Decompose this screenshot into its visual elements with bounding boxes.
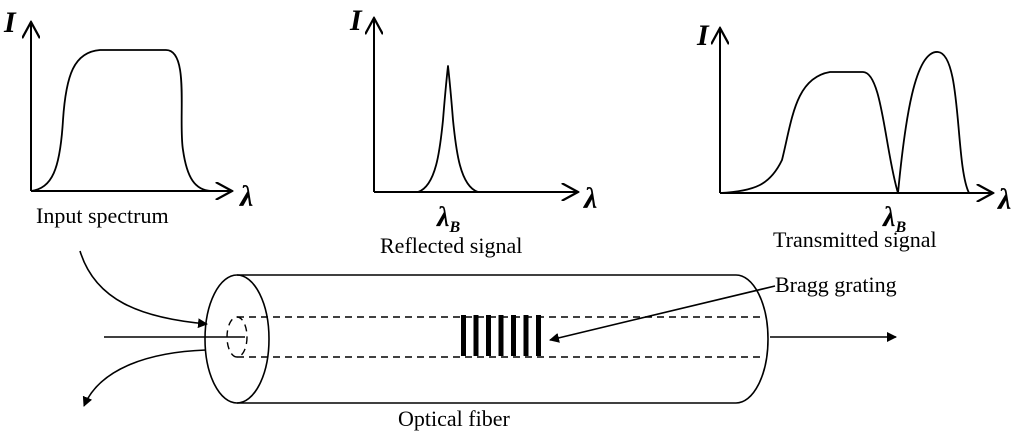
- transmitted-dip-curve: [719, 51, 970, 194]
- reflected-y-label: I: [349, 4, 363, 37]
- grating-line: [523, 315, 529, 356]
- grating-line: [486, 315, 491, 356]
- grating-line: [536, 315, 541, 356]
- input-x-label: λ: [238, 180, 253, 213]
- reflected-peak-curve: [417, 65, 479, 193]
- bragg-grating: [461, 315, 541, 356]
- transmitted-signal-caption: Transmitted signal: [773, 227, 937, 252]
- input-spectrum-curve: [30, 49, 212, 192]
- grating-line: [473, 315, 479, 356]
- transmitted-signal-graph: I λ λB Transmitted signal: [696, 19, 1011, 252]
- transmitted-y-label: I: [696, 19, 710, 52]
- grating-line: [461, 315, 466, 356]
- reflected-signal-graph: I λ λB Reflected signal: [349, 4, 597, 258]
- input-spectrum-caption: Input spectrum: [36, 203, 169, 228]
- reflected-signal-caption: Reflected signal: [380, 233, 522, 258]
- transmitted-x-label: λ: [996, 183, 1011, 216]
- input-spectrum-graph: I λ Input spectrum: [3, 6, 253, 228]
- optical-fiber-caption: Optical fiber: [398, 406, 510, 431]
- reflected-bragg-wavelength-label: λB: [436, 202, 460, 236]
- grating-line: [498, 315, 504, 356]
- fiber-input-face: [204, 274, 270, 404]
- reflected-x-label: λ: [582, 182, 597, 215]
- grating-line: [511, 315, 516, 356]
- bragg-grating-pointer: [549, 285, 776, 343]
- transmitted-bragg-wavelength-label: λB: [882, 202, 906, 236]
- optical-fiber: Optical fiber Bragg grating: [204, 272, 897, 431]
- input-y-label: I: [3, 6, 17, 39]
- bragg-grating-label: Bragg grating: [775, 272, 897, 297]
- fiber-output-face: [735, 274, 769, 404]
- reflected-output-arrow: [82, 349, 207, 407]
- signal-arrows: [79, 250, 897, 407]
- input-spectrum-arrow: [79, 250, 208, 329]
